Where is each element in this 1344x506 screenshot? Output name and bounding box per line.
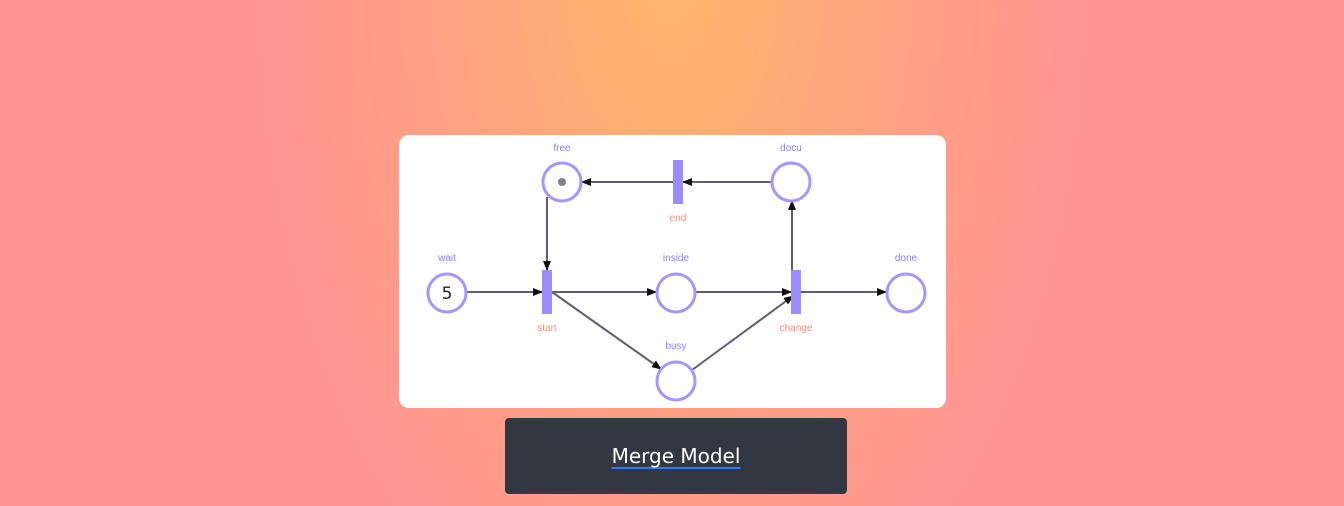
place-busy (655, 360, 697, 402)
wait-token-count: 5 (442, 284, 453, 304)
token-dot (558, 178, 566, 186)
place-free (541, 161, 583, 203)
transition-label-end: end (670, 213, 687, 224)
transition-label-change: change (780, 323, 813, 334)
place-label-docu: docu (780, 143, 802, 154)
transition-start (542, 270, 552, 314)
place-wait: 5 (426, 272, 468, 314)
merge-model-button[interactable]: Merge Model (505, 418, 847, 494)
transition-end (673, 160, 683, 204)
place-inside (655, 272, 697, 314)
place-label-done: done (895, 253, 918, 264)
place-label-busy: busy (665, 341, 686, 352)
arc-busy-to-change (691, 295, 794, 371)
transition-change (791, 270, 801, 314)
petri-net-diagram: 5 free docu wait inside busy done end st… (426, 143, 927, 402)
place-label-free: free (553, 143, 571, 154)
merge-model-button-label[interactable]: Merge Model (611, 444, 741, 468)
petri-net-diagram-card: 5 free docu wait inside busy done end st… (399, 135, 946, 408)
place-label-wait: wait (437, 253, 456, 264)
arc-start-to-busy (551, 291, 662, 370)
place-done (885, 272, 927, 314)
transition-label-start: start (537, 323, 557, 334)
place-label-inside: inside (663, 253, 690, 264)
place-docu (770, 161, 812, 203)
